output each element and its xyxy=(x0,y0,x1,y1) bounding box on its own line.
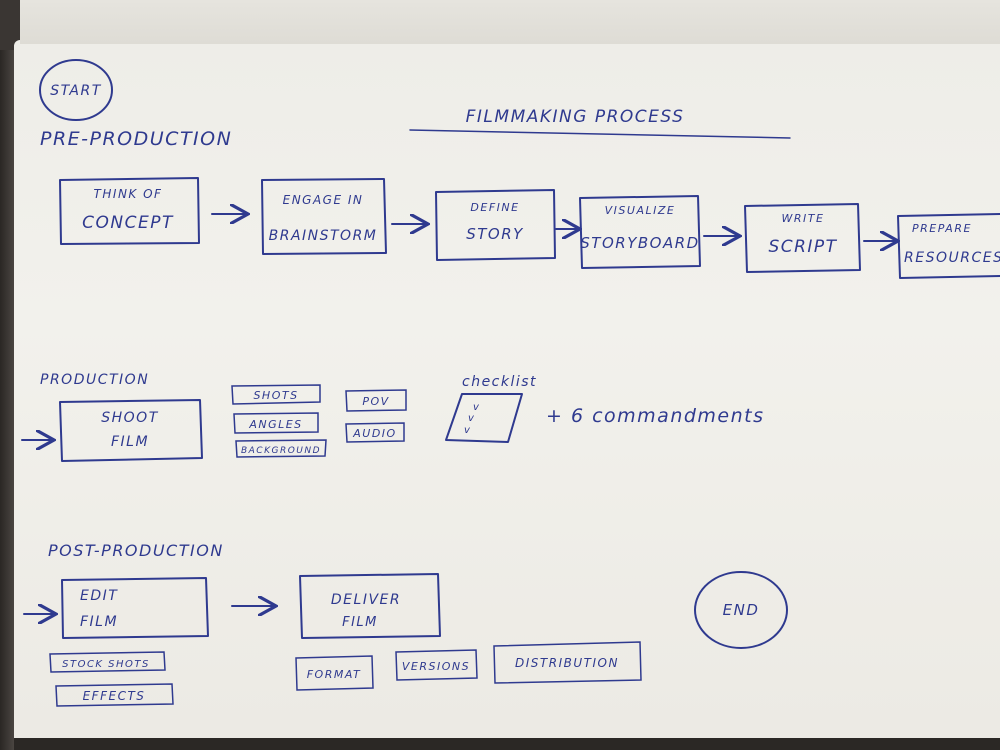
step-line2: CONCEPT xyxy=(82,213,174,233)
deliver-tag: DISTRIBUTION xyxy=(493,641,642,684)
box xyxy=(435,189,556,261)
notebook-strap xyxy=(0,50,14,750)
box xyxy=(897,213,1000,279)
start-label: START xyxy=(50,83,102,99)
checklist-icon xyxy=(445,393,523,443)
tag-label: ANGLES xyxy=(248,418,302,431)
production-shoot-film: SHOOT FILM xyxy=(59,399,203,462)
box xyxy=(744,203,861,273)
check-mark: v xyxy=(464,425,471,436)
tag-label: DISTRIBUTION xyxy=(515,656,619,670)
production-tag: POV xyxy=(345,389,407,412)
box xyxy=(261,178,387,255)
page-bottom-edge xyxy=(14,738,1000,750)
pre-production-label: PRE-PRODUCTION xyxy=(40,128,232,150)
box xyxy=(299,573,441,639)
box xyxy=(59,177,200,245)
step-line1: DEFINE xyxy=(470,201,519,214)
pre-step-resources: PREPARE RESOURCES xyxy=(897,213,1000,279)
step-line2: FILM xyxy=(342,615,378,630)
end-label: END xyxy=(723,601,760,619)
tag-label: BACKGROUND xyxy=(241,446,321,456)
step-line2: RESOURCES xyxy=(904,250,1000,266)
tag-label: SHOTS xyxy=(253,389,298,402)
diagram-title: FILMMAKING PROCESS xyxy=(466,107,685,127)
step-line1: THINK OF xyxy=(94,187,163,201)
deliver-tag: FORMAT xyxy=(295,655,374,691)
pre-step-storyboard: VISUALIZE STORYBOARD xyxy=(579,195,701,269)
step-line2: SCRIPT xyxy=(768,237,837,257)
production-tag: ANGLES xyxy=(233,412,319,434)
step-line1: SHOOT xyxy=(101,410,159,426)
tag-label: STOCK SHOTS xyxy=(62,659,150,670)
commandments-note: + 6 commandments xyxy=(546,405,765,427)
start-node xyxy=(39,59,113,121)
tag-label: EFFECTS xyxy=(83,689,146,703)
page-top-edge xyxy=(20,0,1000,44)
check-mark: v xyxy=(473,402,480,413)
check-mark: v xyxy=(468,413,475,424)
step-line2: STORYBOARD xyxy=(580,234,699,252)
step-line1: ENGAGE IN xyxy=(283,193,364,207)
box xyxy=(61,577,209,639)
step-line2: FILM xyxy=(111,434,149,450)
title-underline xyxy=(409,129,791,139)
step-line1: VISUALIZE xyxy=(605,204,676,217)
step-line1: EDIT xyxy=(80,588,118,604)
production-tag: AUDIO xyxy=(345,422,405,443)
tag-label: FORMAT xyxy=(307,668,362,681)
pre-step-concept: THINK OF CONCEPT xyxy=(59,177,200,245)
checklist-label: checklist xyxy=(462,374,537,390)
step-line1: DELIVER xyxy=(331,592,401,608)
end-node xyxy=(694,571,788,649)
step-line2: BRAINSTORM xyxy=(269,228,378,244)
post-production-label: POST-PRODUCTION xyxy=(48,541,224,560)
tag-label: VERSIONS xyxy=(402,660,470,673)
step-line1: WRITE xyxy=(782,212,825,225)
edit-tag: EFFECTS xyxy=(55,683,174,707)
box xyxy=(579,195,701,269)
production-tag: SHOTS xyxy=(231,384,321,405)
pre-step-brainstorm: ENGAGE IN BRAINSTORM xyxy=(261,178,387,255)
step-line2: FILM xyxy=(80,614,118,630)
production-tag: BACKGROUND xyxy=(235,439,327,458)
post-deliver-film: DELIVER FILM xyxy=(299,573,441,639)
step-line1: PREPARE xyxy=(912,222,972,235)
notebook-page xyxy=(14,40,1000,740)
tag-label: AUDIO xyxy=(352,427,396,440)
step-line2: STORY xyxy=(466,225,524,243)
tag-label: POV xyxy=(362,395,389,408)
deliver-tag: VERSIONS xyxy=(395,649,478,681)
pre-step-story: DEFINE STORY xyxy=(435,189,556,261)
production-label: PRODUCTION xyxy=(40,372,149,388)
box xyxy=(59,399,203,462)
pre-step-script: WRITE SCRIPT xyxy=(744,203,861,273)
edit-tag: STOCK SHOTS xyxy=(49,651,166,673)
post-edit-film: EDIT FILM xyxy=(61,577,209,639)
